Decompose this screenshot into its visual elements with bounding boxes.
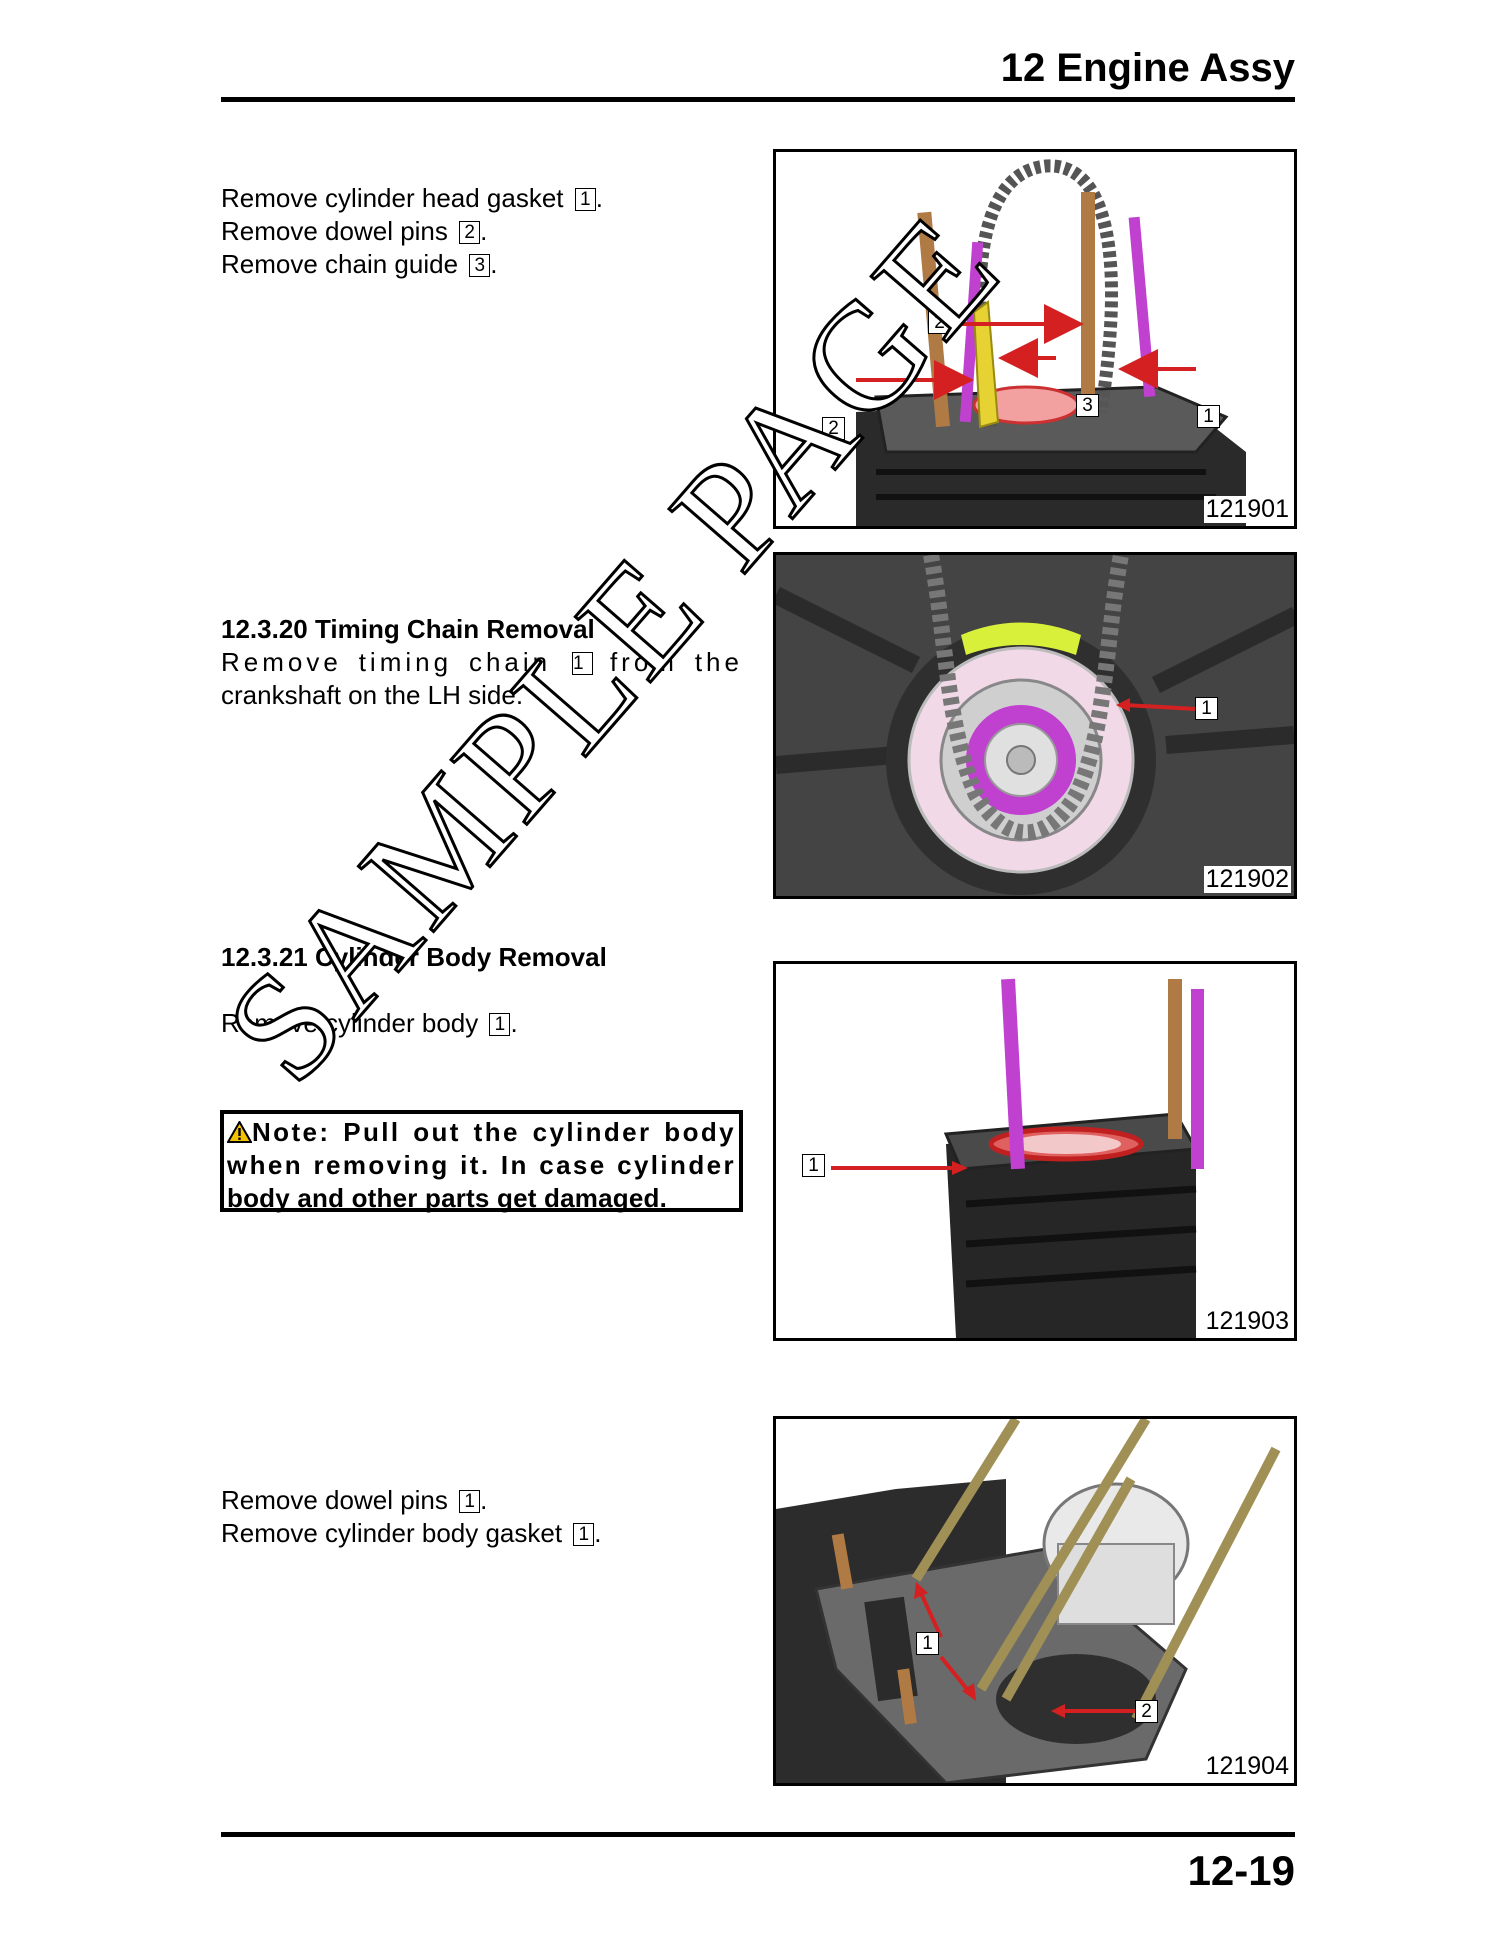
- step-end: .: [595, 183, 603, 213]
- step-line: Remove dowel pins 1.: [221, 1484, 602, 1517]
- figure-number: 121902: [1203, 865, 1291, 893]
- note-line: Note: Pull out the cylinder body: [226, 1116, 736, 1149]
- step-end: .: [510, 1008, 518, 1038]
- crankcase-gasket-illustration: [776, 1419, 1294, 1783]
- step-text: Remove dowel pins: [221, 216, 448, 246]
- section-d-steps: Remove dowel pins 1. Remove cylinder bod…: [221, 1484, 602, 1550]
- step-text: Remove timing chain: [221, 647, 552, 677]
- callout-badge: 3: [469, 254, 491, 277]
- step-end: .: [480, 216, 488, 246]
- figure-121903: 1 121903: [773, 961, 1297, 1341]
- callout-label: 2: [928, 311, 951, 334]
- step-line: Remove cylinder body gasket 1.: [221, 1517, 602, 1550]
- cylinder-body-illustration: [776, 964, 1294, 1338]
- step-text: Remove cylinder head gasket: [221, 183, 564, 213]
- cylinder-head-illustration: [776, 152, 1294, 526]
- step-end: .: [480, 1485, 488, 1515]
- step-text: from the: [609, 647, 743, 677]
- callout-badge: 1: [489, 1013, 511, 1036]
- callout-badge: 2: [459, 221, 481, 244]
- callout-badge: 1: [459, 1490, 481, 1513]
- step-text: Remove cylinder body gasket: [221, 1518, 563, 1548]
- callout-label: 2: [1135, 1700, 1158, 1723]
- step-line: Remove chain guide 3.: [221, 248, 603, 281]
- step-line: Remove cylinder head gasket 1.: [221, 182, 603, 215]
- figure-number: 121901: [1203, 495, 1291, 523]
- callout-label: 1: [1197, 405, 1220, 428]
- callout-label: 1: [802, 1154, 825, 1177]
- footer-rule: [221, 1832, 1295, 1837]
- note-line: when removing it. In case cylinder: [227, 1150, 736, 1180]
- callout-badge: 1: [573, 1523, 595, 1546]
- callout-label: 1: [1195, 697, 1218, 720]
- section-heading: 12.3.20 Timing Chain Removal: [221, 614, 595, 644]
- step-text: Remove cylinder body: [221, 1008, 479, 1038]
- figure-number: 121903: [1203, 1307, 1291, 1335]
- step-end: .: [594, 1518, 602, 1548]
- step-line: Remove timing chain 1 from the: [221, 646, 743, 679]
- step-line: crankshaft on the LH side.: [221, 680, 524, 710]
- section-c: 12.3.21 Cylinder Body Removal Remove cyl…: [221, 941, 607, 1040]
- page-number: 12-19: [1187, 1847, 1295, 1894]
- timing-chain-illustration: [776, 555, 1294, 896]
- chapter-title: 12 Engine Assy: [1000, 46, 1295, 90]
- figure-121901: 2 3 1 2 121901: [773, 149, 1297, 529]
- note-line: body and other parts get damaged.: [227, 1183, 667, 1213]
- step-text: Remove chain guide: [221, 249, 459, 279]
- step-line: Remove cylinder body 1.: [221, 1007, 607, 1040]
- figure-121902: 1 121902: [773, 552, 1297, 899]
- callout-badge: 1: [574, 188, 596, 211]
- section-a-steps: Remove cylinder head gasket 1. Remove do…: [221, 182, 603, 281]
- callout-label: 1: [916, 1632, 939, 1655]
- step-line: Remove dowel pins 2.: [221, 215, 603, 248]
- note-box: Note: Pull out the cylinder body when re…: [220, 1110, 743, 1213]
- section-b: 12.3.20 Timing Chain Removal Remove timi…: [221, 613, 751, 712]
- callout-badge: 1: [572, 652, 594, 675]
- step-text: Remove dowel pins: [221, 1485, 448, 1515]
- callout-label: 2: [822, 417, 845, 440]
- callout-label: 3: [1076, 394, 1099, 417]
- header-rule: [221, 97, 1295, 102]
- step-end: .: [490, 249, 498, 279]
- section-heading: 12.3.21 Cylinder Body Removal: [221, 942, 607, 972]
- figure-number: 121904: [1203, 1752, 1291, 1780]
- warning-icon: [226, 1119, 253, 1143]
- figure-121904: 1 2 121904: [773, 1416, 1297, 1786]
